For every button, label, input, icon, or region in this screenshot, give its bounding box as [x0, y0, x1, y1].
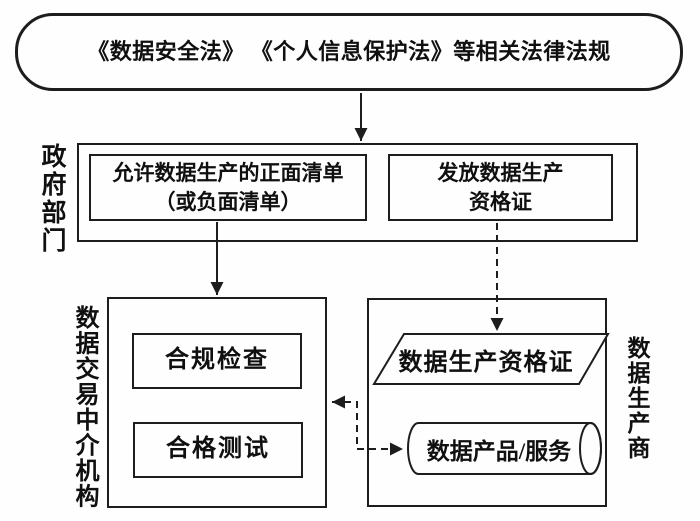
- node-compliance-check: 合规检查: [132, 333, 302, 389]
- node-issue-license-line1: 发放数据生产: [437, 160, 564, 185]
- node-compliance-check-label: 合规检查: [165, 347, 269, 374]
- node-intermediary-container: [107, 297, 327, 508]
- label-government: 政府部门: [38, 142, 65, 255]
- shape-product-cylinder-cap: [579, 422, 602, 475]
- node-positive-list: 允许数据生产的正面清单 （或负面清单）: [89, 154, 367, 221]
- node-qualification-test-label: 合格测试: [166, 436, 270, 463]
- node-positive-list-line2: （或负面清单）: [154, 189, 302, 214]
- label-intermediary: 数据交易中介机构: [71, 305, 97, 509]
- node-qualification-test: 合格测试: [133, 422, 303, 478]
- node-laws: 《数据安全法》 《个人信息保护法》等相关法律法规: [15, 13, 683, 91]
- label-producer: 数据生产商: [624, 335, 649, 461]
- node-product-service-label: 数据产品/服务: [426, 438, 572, 464]
- node-positive-list-line1: 允许数据生产的正面清单: [112, 160, 344, 185]
- node-certificate-label: 数据生产资格证: [398, 349, 574, 376]
- shape-certificate-parallelogram: [372, 333, 610, 385]
- node-issue-license-line2: 资格证: [469, 189, 532, 214]
- arrow-products-intermediary-exchange: [332, 395, 403, 456]
- node-issue-license: 发放数据生产 资格证: [388, 154, 613, 221]
- node-laws-label: 《数据安全法》 《个人信息保护法》等相关法律法规: [87, 38, 611, 64]
- node-government-container: [77, 143, 638, 242]
